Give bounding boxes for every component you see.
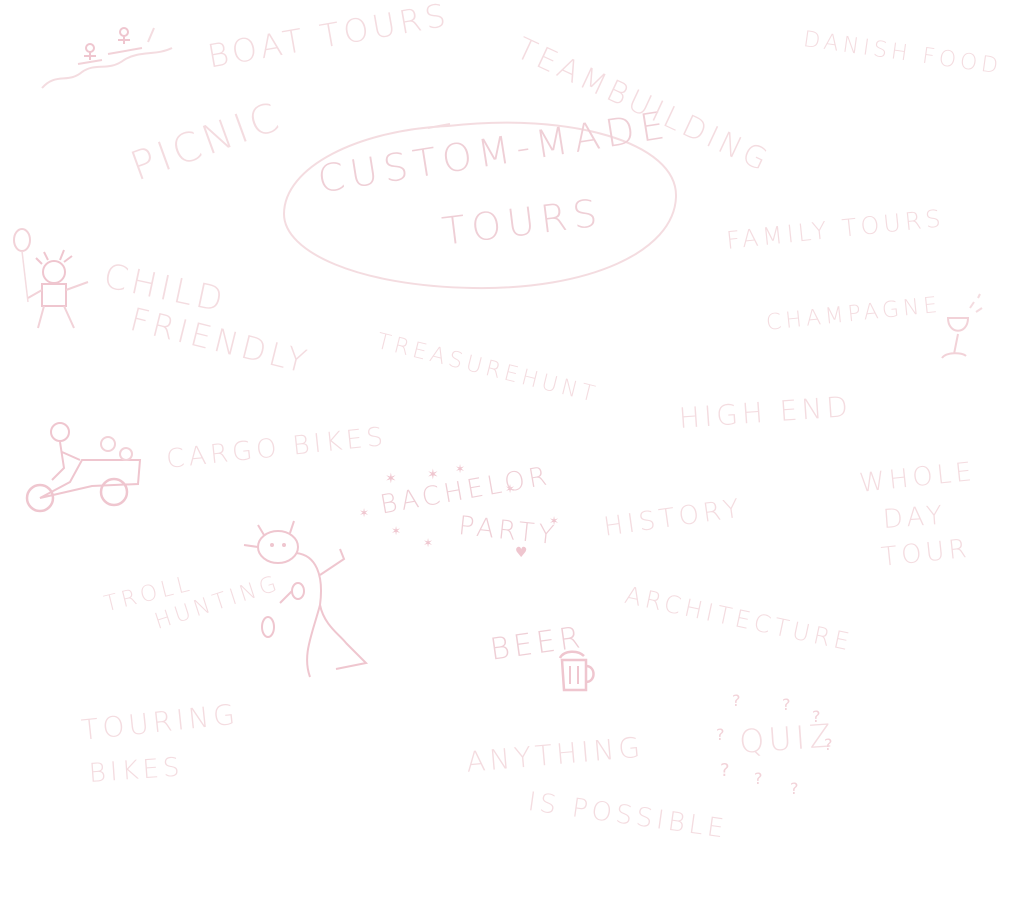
child-balloon-icon — [13, 228, 89, 329]
svg-text:?: ? — [754, 769, 763, 788]
label-is-possible: IS POSSIBLE — [525, 787, 730, 845]
svg-text:♥: ♥ — [515, 545, 528, 561]
stars-heart-icon: ✶ ✶ ✶ ✶ ✶ ✶ ✶ ✶ ♥ — [359, 462, 559, 561]
label-picnic: PICNIC — [124, 93, 289, 191]
label-anything: ANYTHING — [464, 730, 646, 779]
label-treasure-hunt: TREASUREHUNT — [374, 329, 601, 409]
label-history: HISTORY — [601, 493, 746, 543]
svg-text:✶: ✶ — [359, 506, 369, 520]
svg-text:?: ? — [812, 707, 821, 726]
champagne-glass-icon — [941, 293, 983, 359]
label-touring: TOURING — [79, 697, 241, 747]
svg-text:?: ? — [732, 691, 741, 710]
svg-text:✶: ✶ — [391, 524, 401, 538]
label-boat-tours: BOAT TOURS — [204, 0, 453, 76]
label-whole: WHOLE — [857, 456, 978, 499]
svg-text:✶: ✶ — [423, 536, 433, 550]
center-ellipse — [282, 121, 678, 290]
label-day: DAY — [881, 500, 948, 535]
svg-text:✶: ✶ — [385, 471, 397, 487]
svg-text:?: ? — [782, 695, 791, 714]
label-family-tours: FAMILY TOURS — [724, 204, 946, 255]
svg-text:?: ? — [824, 735, 833, 754]
troll-icon — [243, 520, 369, 678]
label-danish-food: DANISH FOOD — [801, 27, 1004, 80]
label-bikes: BIKES — [87, 752, 185, 789]
question-marks-icon: ? ? ? ? ? ? ? ? — [716, 691, 833, 798]
svg-text:?: ? — [716, 725, 725, 744]
svg-text:✶: ✶ — [549, 514, 559, 528]
svg-text:?: ? — [720, 760, 730, 781]
label-champagne: CHAMPAGNE — [764, 292, 943, 336]
svg-text:?: ? — [790, 779, 799, 798]
boat-icon — [41, 27, 173, 89]
svg-text:✶: ✶ — [427, 467, 439, 483]
label-high-end: HIGH END — [677, 389, 853, 435]
svg-text:✶: ✶ — [505, 482, 515, 496]
beer-mug-icon — [558, 650, 595, 692]
label-architecture: ARCHITECTURE — [622, 581, 856, 657]
svg-text:✶: ✶ — [455, 462, 465, 476]
label-tour: TOUR — [879, 533, 972, 573]
cargo-bike-icon — [25, 422, 142, 513]
